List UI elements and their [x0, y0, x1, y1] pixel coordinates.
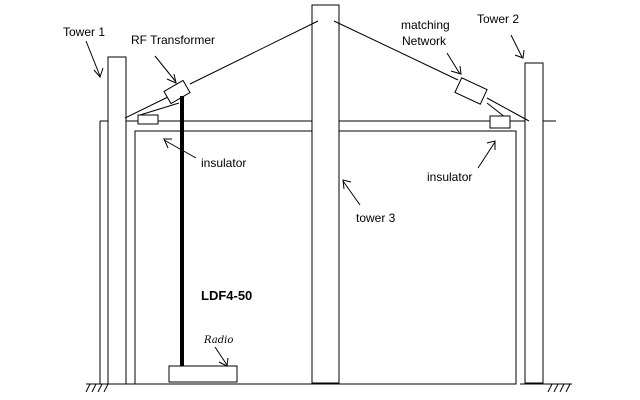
- label-tower-3: tower 3: [356, 211, 396, 225]
- tower-1: [107, 56, 127, 385]
- label-rf-transformer: RF Transformer: [131, 33, 215, 47]
- arrow-matching-network: [446, 52, 461, 75]
- label-network: Network: [402, 34, 447, 48]
- antenna-wires: [124, 20, 530, 122]
- matching-network-box: [454, 77, 488, 105]
- ground-right: [520, 383, 572, 393]
- arrow-tower1: [85, 40, 101, 77]
- arrow-insulator-right: [477, 141, 496, 169]
- arrow-rf-transformer: [154, 55, 177, 83]
- wire-to-insulator-left: [139, 102, 180, 116]
- label-tower-2: Tower 2: [477, 12, 519, 26]
- arrow-tower3: [342, 180, 361, 206]
- rf-transformer-box: [163, 79, 191, 105]
- label-insulator-right: insulator: [427, 170, 472, 184]
- label-feedline: LDF4-50: [201, 288, 252, 303]
- label-radio: Radio: [203, 335, 233, 346]
- label-matching: matching: [401, 18, 450, 32]
- label-tower-1: Tower 1: [63, 25, 105, 39]
- insulator-left-box: [137, 114, 159, 125]
- arrow-radio: [214, 346, 228, 366]
- arrow-tower2: [510, 34, 523, 58]
- wire-right-upper: [333, 20, 459, 81]
- label-insulator-left: insulator: [201, 156, 246, 170]
- arrow-insulator-left: [163, 139, 197, 159]
- wire-left-upper: [189, 20, 319, 85]
- radio-box: [168, 365, 238, 383]
- wire-left-lower: [124, 94, 173, 119]
- insulator-right-box: [489, 115, 511, 129]
- tower-2: [524, 62, 544, 384]
- tower-3: [311, 4, 340, 384]
- ground-left: [85, 383, 140, 393]
- wire-right-lower: [486, 97, 530, 122]
- pointer-arrows: [85, 34, 525, 367]
